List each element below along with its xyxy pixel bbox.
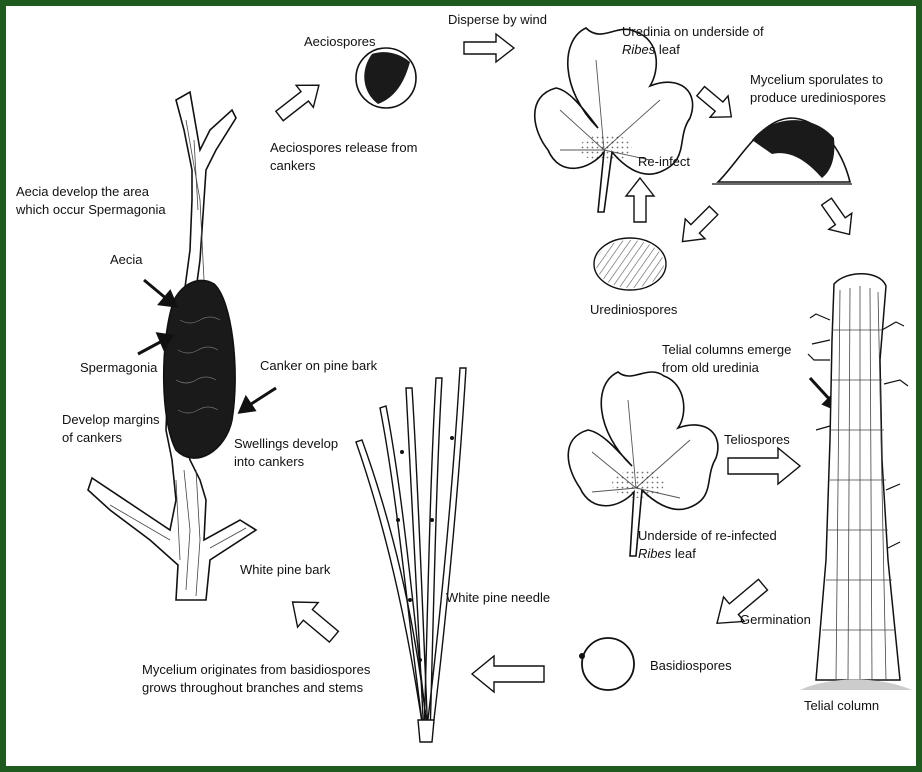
arrow-teliospores xyxy=(728,448,800,484)
label-aeciospore-release-line1: Aeciospores release from xyxy=(270,140,417,156)
label-basidiospores: Basidiospores xyxy=(650,658,732,674)
label-underside-line1: Underside of re-infected xyxy=(638,528,777,544)
label-aecia-develop-line1: Aecia develop the area xyxy=(16,184,149,200)
arrow-to-bark xyxy=(282,590,344,649)
label-teliospores: Teliospores xyxy=(724,432,790,448)
label-disperse-by-wind: Disperse by wind xyxy=(448,12,547,28)
label-uredinia-leaf: leaf xyxy=(659,42,680,57)
label-telial-column: Telial column xyxy=(804,698,879,714)
label-mycelium-line1: Mycelium sporulates to xyxy=(750,72,883,88)
arrow-disperse xyxy=(464,34,514,62)
label-aeciospore-release-line2: cankers xyxy=(270,158,316,174)
label-aeciospores: Aeciospores xyxy=(304,34,376,50)
label-reinfect: Re-infect xyxy=(638,154,690,170)
label-mycelium-origin-line2: grows throughout branches and stems xyxy=(142,680,363,696)
label-mycelium-origin-line1: Mycelium originates from basidiospores xyxy=(142,662,370,678)
basidiospore-drawing xyxy=(579,638,634,690)
label-underside-leaf: leaf xyxy=(675,546,696,561)
arrow-to-urediniospore xyxy=(673,201,724,252)
label-uredinia-line2: Ribes leaf xyxy=(622,42,680,58)
label-spermagonia: Spermagonia xyxy=(80,360,157,376)
diagram-panel: Aeciospores Disperse by wind Uredinia on… xyxy=(6,6,916,766)
urediniospore-drawing xyxy=(594,238,666,290)
label-underside-ribes: Ribes xyxy=(638,546,671,561)
label-white-pine-needle: White pine needle xyxy=(446,590,550,606)
life-cycle-artwork xyxy=(6,6,916,766)
label-underside-line2: Ribes leaf xyxy=(638,546,696,562)
pine-needles-drawing xyxy=(356,368,466,742)
arrow-to-mound xyxy=(692,80,741,127)
label-margins-line1: Develop margins xyxy=(62,412,160,428)
pine-branch-drawing xyxy=(88,92,256,600)
telial-column-drawing xyxy=(800,274,912,690)
uredinium-mound-drawing xyxy=(712,118,852,184)
label-telial-emerge-line2: from old uredinia xyxy=(662,360,759,376)
arrow-release-to-aeciospore xyxy=(271,74,328,127)
label-aecia-develop-line2: which occur Spermagonia xyxy=(16,202,166,218)
arrow-to-needle xyxy=(472,656,544,692)
label-germination: Germination xyxy=(740,612,811,628)
label-canker: Canker on pine bark xyxy=(260,358,377,374)
label-aecia: Aecia xyxy=(110,252,143,268)
label-swellings-line2: into cankers xyxy=(234,454,304,470)
label-white-pine-bark: White pine bark xyxy=(240,562,330,578)
label-uredinia-line1: Uredinia on underside of xyxy=(622,24,764,40)
aeciospore-drawing xyxy=(356,48,416,108)
arrow-reinfect xyxy=(626,178,654,222)
label-uredinia-ribes: Ribes xyxy=(622,42,655,57)
label-telial-emerge-line1: Telial columns emerge xyxy=(662,342,791,358)
label-mycelium-line2: produce urediniospores xyxy=(750,90,886,106)
label-swellings-line1: Swellings develop xyxy=(234,436,338,452)
arrow-mound-down xyxy=(815,194,861,243)
label-margins-line2: of cankers xyxy=(62,430,122,446)
label-urediniospores: Urediniospores xyxy=(590,302,677,318)
